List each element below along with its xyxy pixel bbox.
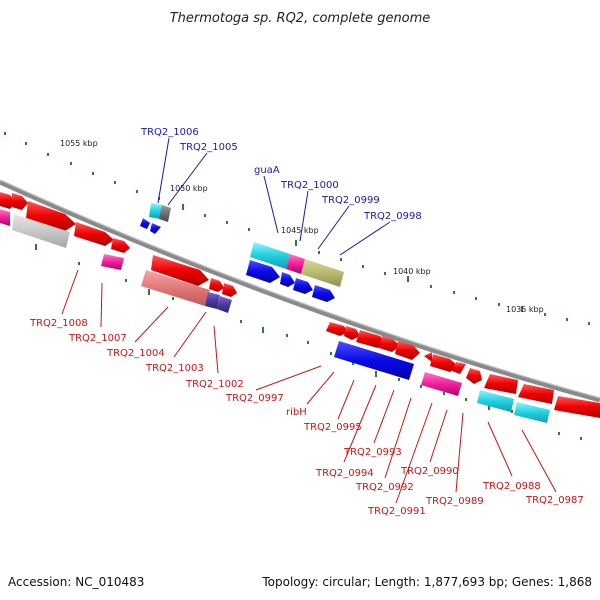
gene-feature[interactable] (111, 238, 130, 253)
gene-features-guaa[interactable] (246, 242, 344, 302)
gene-label-trq2-0999[interactable]: TRQ2_0999 (321, 195, 380, 206)
gene-feature[interactable] (293, 278, 313, 294)
gene-feature[interactable] (74, 222, 114, 246)
gene-feature[interactable] (452, 362, 466, 374)
gene-feature[interactable] (466, 368, 482, 384)
gene-feature[interactable] (421, 372, 462, 396)
gene-feature[interactable] (150, 223, 161, 234)
gene-feature[interactable] (395, 341, 420, 360)
genome-backbone (0, 179, 600, 403)
top-label-leaders (157, 137, 391, 256)
gene-features-right[interactable] (326, 322, 600, 423)
gene-label-trq2-0991[interactable]: TRQ2_0991 (367, 506, 426, 517)
gene-label-trq2-1005[interactable]: TRQ2_1005 (179, 142, 238, 153)
gene-label-trq2-1002[interactable]: TRQ2_1002 (185, 379, 244, 390)
tick-label-1045: 1045 kbp (281, 226, 319, 235)
gene-label-trq2-1006[interactable]: TRQ2_1006 (140, 127, 199, 138)
gene-feature[interactable] (246, 260, 280, 283)
gene-feature[interactable] (326, 322, 348, 336)
gene-feature[interactable] (334, 341, 414, 380)
tick-label-1035: 1035 kbp (506, 305, 544, 314)
top-gene-labels: TRQ2_1006 TRQ2_1005 guaA TRQ2_1000 TRQ2_… (140, 127, 422, 222)
gene-label-trq2-0993[interactable]: TRQ2_0993 (343, 447, 402, 458)
gene-feature[interactable] (430, 354, 458, 372)
gene-feature[interactable] (140, 218, 150, 229)
gene-feature[interactable] (0, 209, 10, 226)
gene-feature[interactable] (12, 193, 28, 210)
gene-feature[interactable] (518, 384, 554, 404)
gene-feature[interactable] (250, 242, 290, 269)
scale-dots-inner (35, 244, 582, 440)
gene-label-trq2-0989[interactable]: TRQ2_0989 (425, 496, 484, 507)
gene-feature[interactable] (209, 278, 224, 292)
gene-label-trq2-0995[interactable]: TRQ2_0995 (303, 422, 362, 433)
gene-label-trq2-0992[interactable]: TRQ2_0992 (355, 482, 414, 493)
gene-label-trq2-1000[interactable]: TRQ2_1000 (280, 180, 339, 191)
gene-feature[interactable] (344, 326, 360, 340)
gene-label-trq2-0997[interactable]: TRQ2_0997 (225, 393, 284, 404)
tick-label-1040: 1040 kbp (393, 267, 431, 276)
scale-major-ticks (182, 204, 523, 312)
gene-feature[interactable] (514, 402, 550, 423)
gene-feature[interactable] (222, 283, 237, 297)
gene-feature[interactable] (280, 272, 295, 287)
gene-label-trq2-0994[interactable]: TRQ2_0994 (315, 468, 374, 479)
gene-feature[interactable] (217, 296, 232, 313)
gene-features-left[interactable] (0, 192, 130, 270)
gene-feature[interactable] (149, 203, 162, 219)
gene-features-1004[interactable] (141, 255, 237, 313)
gene-label-trq2-0998[interactable]: TRQ2_0998 (363, 211, 422, 222)
gene-feature[interactable] (151, 255, 209, 286)
map-title: Thermotoga sp. RQ2, complete genome (170, 11, 431, 26)
gene-feature[interactable] (312, 285, 335, 302)
gene-label-guaa[interactable]: guaA (254, 165, 280, 176)
gene-feature[interactable] (141, 270, 210, 306)
gene-feature[interactable] (379, 336, 400, 352)
gene-feature[interactable] (101, 254, 124, 270)
gene-label-trq2-1004[interactable]: TRQ2_1004 (106, 348, 165, 359)
genome-summary-text: Topology: circular; Length: 1,877,693 bp… (261, 575, 592, 589)
gene-label-trq2-1008[interactable]: TRQ2_1008 (29, 318, 88, 329)
gene-feature[interactable] (26, 201, 76, 231)
gene-feature[interactable] (477, 390, 514, 412)
gene-feature[interactable] (286, 254, 305, 274)
gene-label-trq2-0987[interactable]: TRQ2_0987 (525, 495, 584, 506)
gene-label-trq2-0988[interactable]: TRQ2_0988 (482, 481, 541, 492)
gene-feature[interactable] (356, 330, 386, 348)
gene-feature[interactable] (554, 396, 600, 418)
bottom-gene-labels: TRQ2_1008 TRQ2_1007 TRQ2_1004 TRQ2_1003 … (29, 318, 584, 517)
tick-label-1050: 1050 kbp (170, 184, 208, 193)
gene-label-trq2-1003[interactable]: TRQ2_1003 (145, 363, 204, 374)
gene-feature[interactable] (484, 374, 518, 394)
gene-feature[interactable] (159, 205, 171, 222)
accession-text: Accession: NC_010483 (8, 575, 144, 589)
gene-feature[interactable] (424, 352, 432, 362)
gene-features-1006[interactable] (140, 203, 171, 234)
gene-label-trq2-0990[interactable]: TRQ2_0990 (400, 466, 459, 477)
gene-label-ribh[interactable]: ribH (286, 407, 307, 418)
scale-labels: 1055 kbp 1050 kbp 1045 kbp 1040 kbp 1035… (60, 139, 544, 314)
gene-feature[interactable] (12, 214, 70, 248)
gene-feature[interactable] (301, 259, 344, 287)
tick-label-1055: 1055 kbp (60, 139, 98, 148)
bottom-label-leaders (61, 269, 557, 504)
gene-label-trq2-1007[interactable]: TRQ2_1007 (68, 333, 127, 344)
gene-feature[interactable] (205, 292, 220, 309)
